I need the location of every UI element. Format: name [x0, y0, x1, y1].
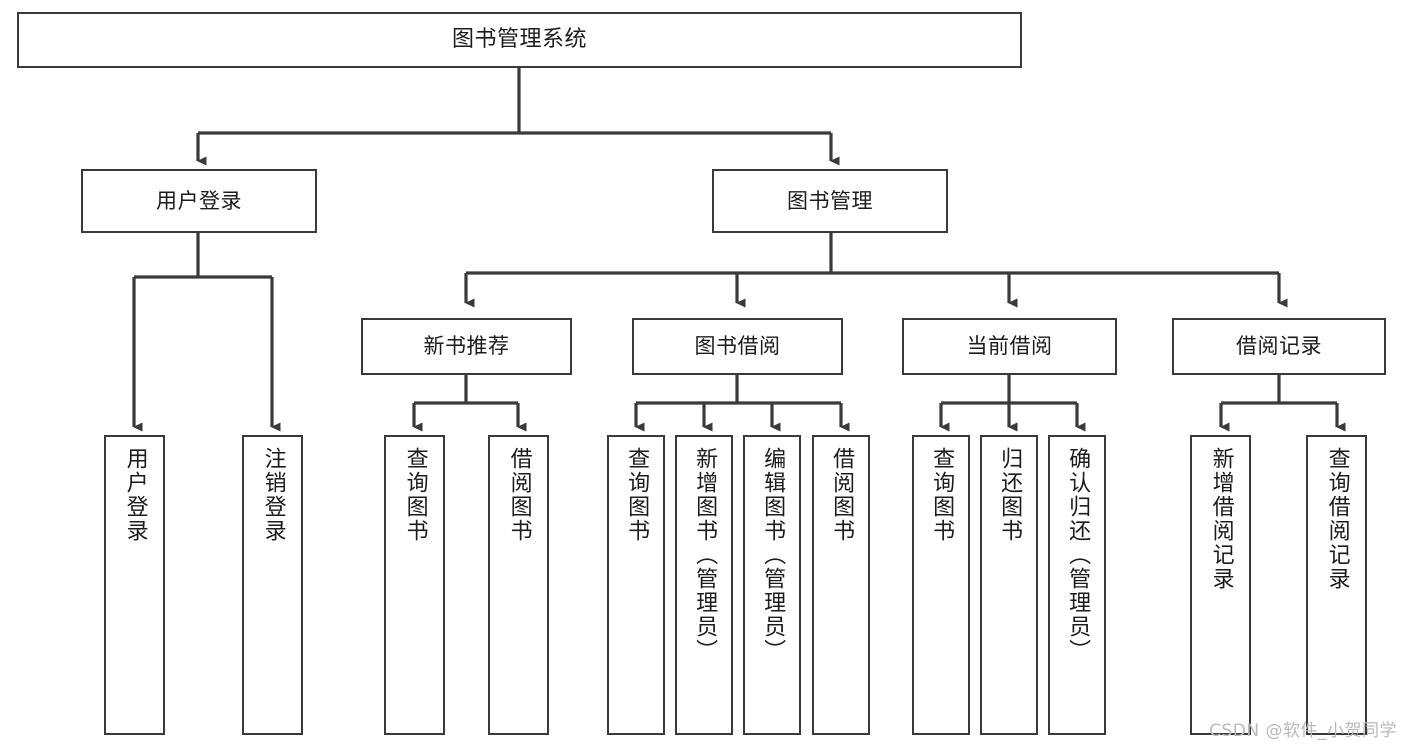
node-book-manage[interactable]: 图书管理	[712, 169, 948, 233]
node-leaf-borrow-book-2[interactable]: 借阅图书	[812, 435, 870, 735]
node-label: 图书管理系统	[451, 27, 587, 53]
node-leaf-edit-book[interactable]: 编辑图书（管理员）	[743, 435, 801, 735]
csdn-watermark: CSDN @软件_小贺同学	[1209, 721, 1397, 741]
node-new-book-recommend[interactable]: 新书推荐	[361, 318, 572, 375]
node-leaf-user-login[interactable]: 用户登录	[104, 435, 165, 735]
node-label: 查询图书	[624, 447, 650, 543]
node-label: 新增图书（管理员）	[692, 447, 718, 663]
node-leaf-add-record[interactable]: 新增借阅记录	[1190, 435, 1251, 735]
node-leaf-confirm-return[interactable]: 确认归还（管理员）	[1048, 435, 1106, 735]
node-leaf-user-logout[interactable]: 注销登录	[242, 435, 303, 735]
node-label: 新增借阅记录	[1208, 447, 1234, 591]
node-current-borrow[interactable]: 当前借阅	[902, 318, 1117, 375]
node-label: 图书借阅	[694, 334, 781, 359]
node-label: 查询图书	[929, 447, 955, 543]
node-leaf-query-book-2[interactable]: 查询图书	[607, 435, 665, 735]
node-label: 编辑图书（管理员）	[760, 447, 786, 663]
node-leaf-query-book-3[interactable]: 查询图书	[912, 435, 970, 735]
node-label: 当前借阅	[966, 334, 1053, 359]
node-label: 图书管理	[787, 188, 873, 213]
node-label: 用户登录	[156, 188, 242, 213]
node-leaf-return-book[interactable]: 归还图书	[980, 435, 1038, 735]
node-label: 查询图书	[402, 447, 428, 543]
node-leaf-add-book[interactable]: 新增图书（管理员）	[675, 435, 733, 735]
node-leaf-borrow-book-1[interactable]: 借阅图书	[488, 435, 549, 735]
node-label: 查询借阅记录	[1324, 447, 1350, 591]
node-label: 注销登录	[260, 447, 286, 543]
node-label: 借阅图书	[506, 447, 532, 543]
node-borrow-record[interactable]: 借阅记录	[1172, 318, 1386, 375]
node-leaf-query-record[interactable]: 查询借阅记录	[1306, 435, 1367, 735]
node-label: 新书推荐	[423, 334, 510, 359]
node-label: 借阅记录	[1236, 334, 1322, 359]
node-label: 确认归还（管理员）	[1065, 447, 1091, 663]
node-root-system[interactable]: 图书管理系统	[17, 12, 1022, 68]
node-label: 借阅图书	[829, 447, 855, 543]
node-user-login[interactable]: 用户登录	[81, 169, 317, 233]
node-leaf-query-book-1[interactable]: 查询图书	[384, 435, 445, 735]
node-label: 用户登录	[122, 447, 148, 543]
node-book-borrow[interactable]: 图书借阅	[632, 318, 843, 375]
node-label: 归还图书	[997, 447, 1023, 543]
